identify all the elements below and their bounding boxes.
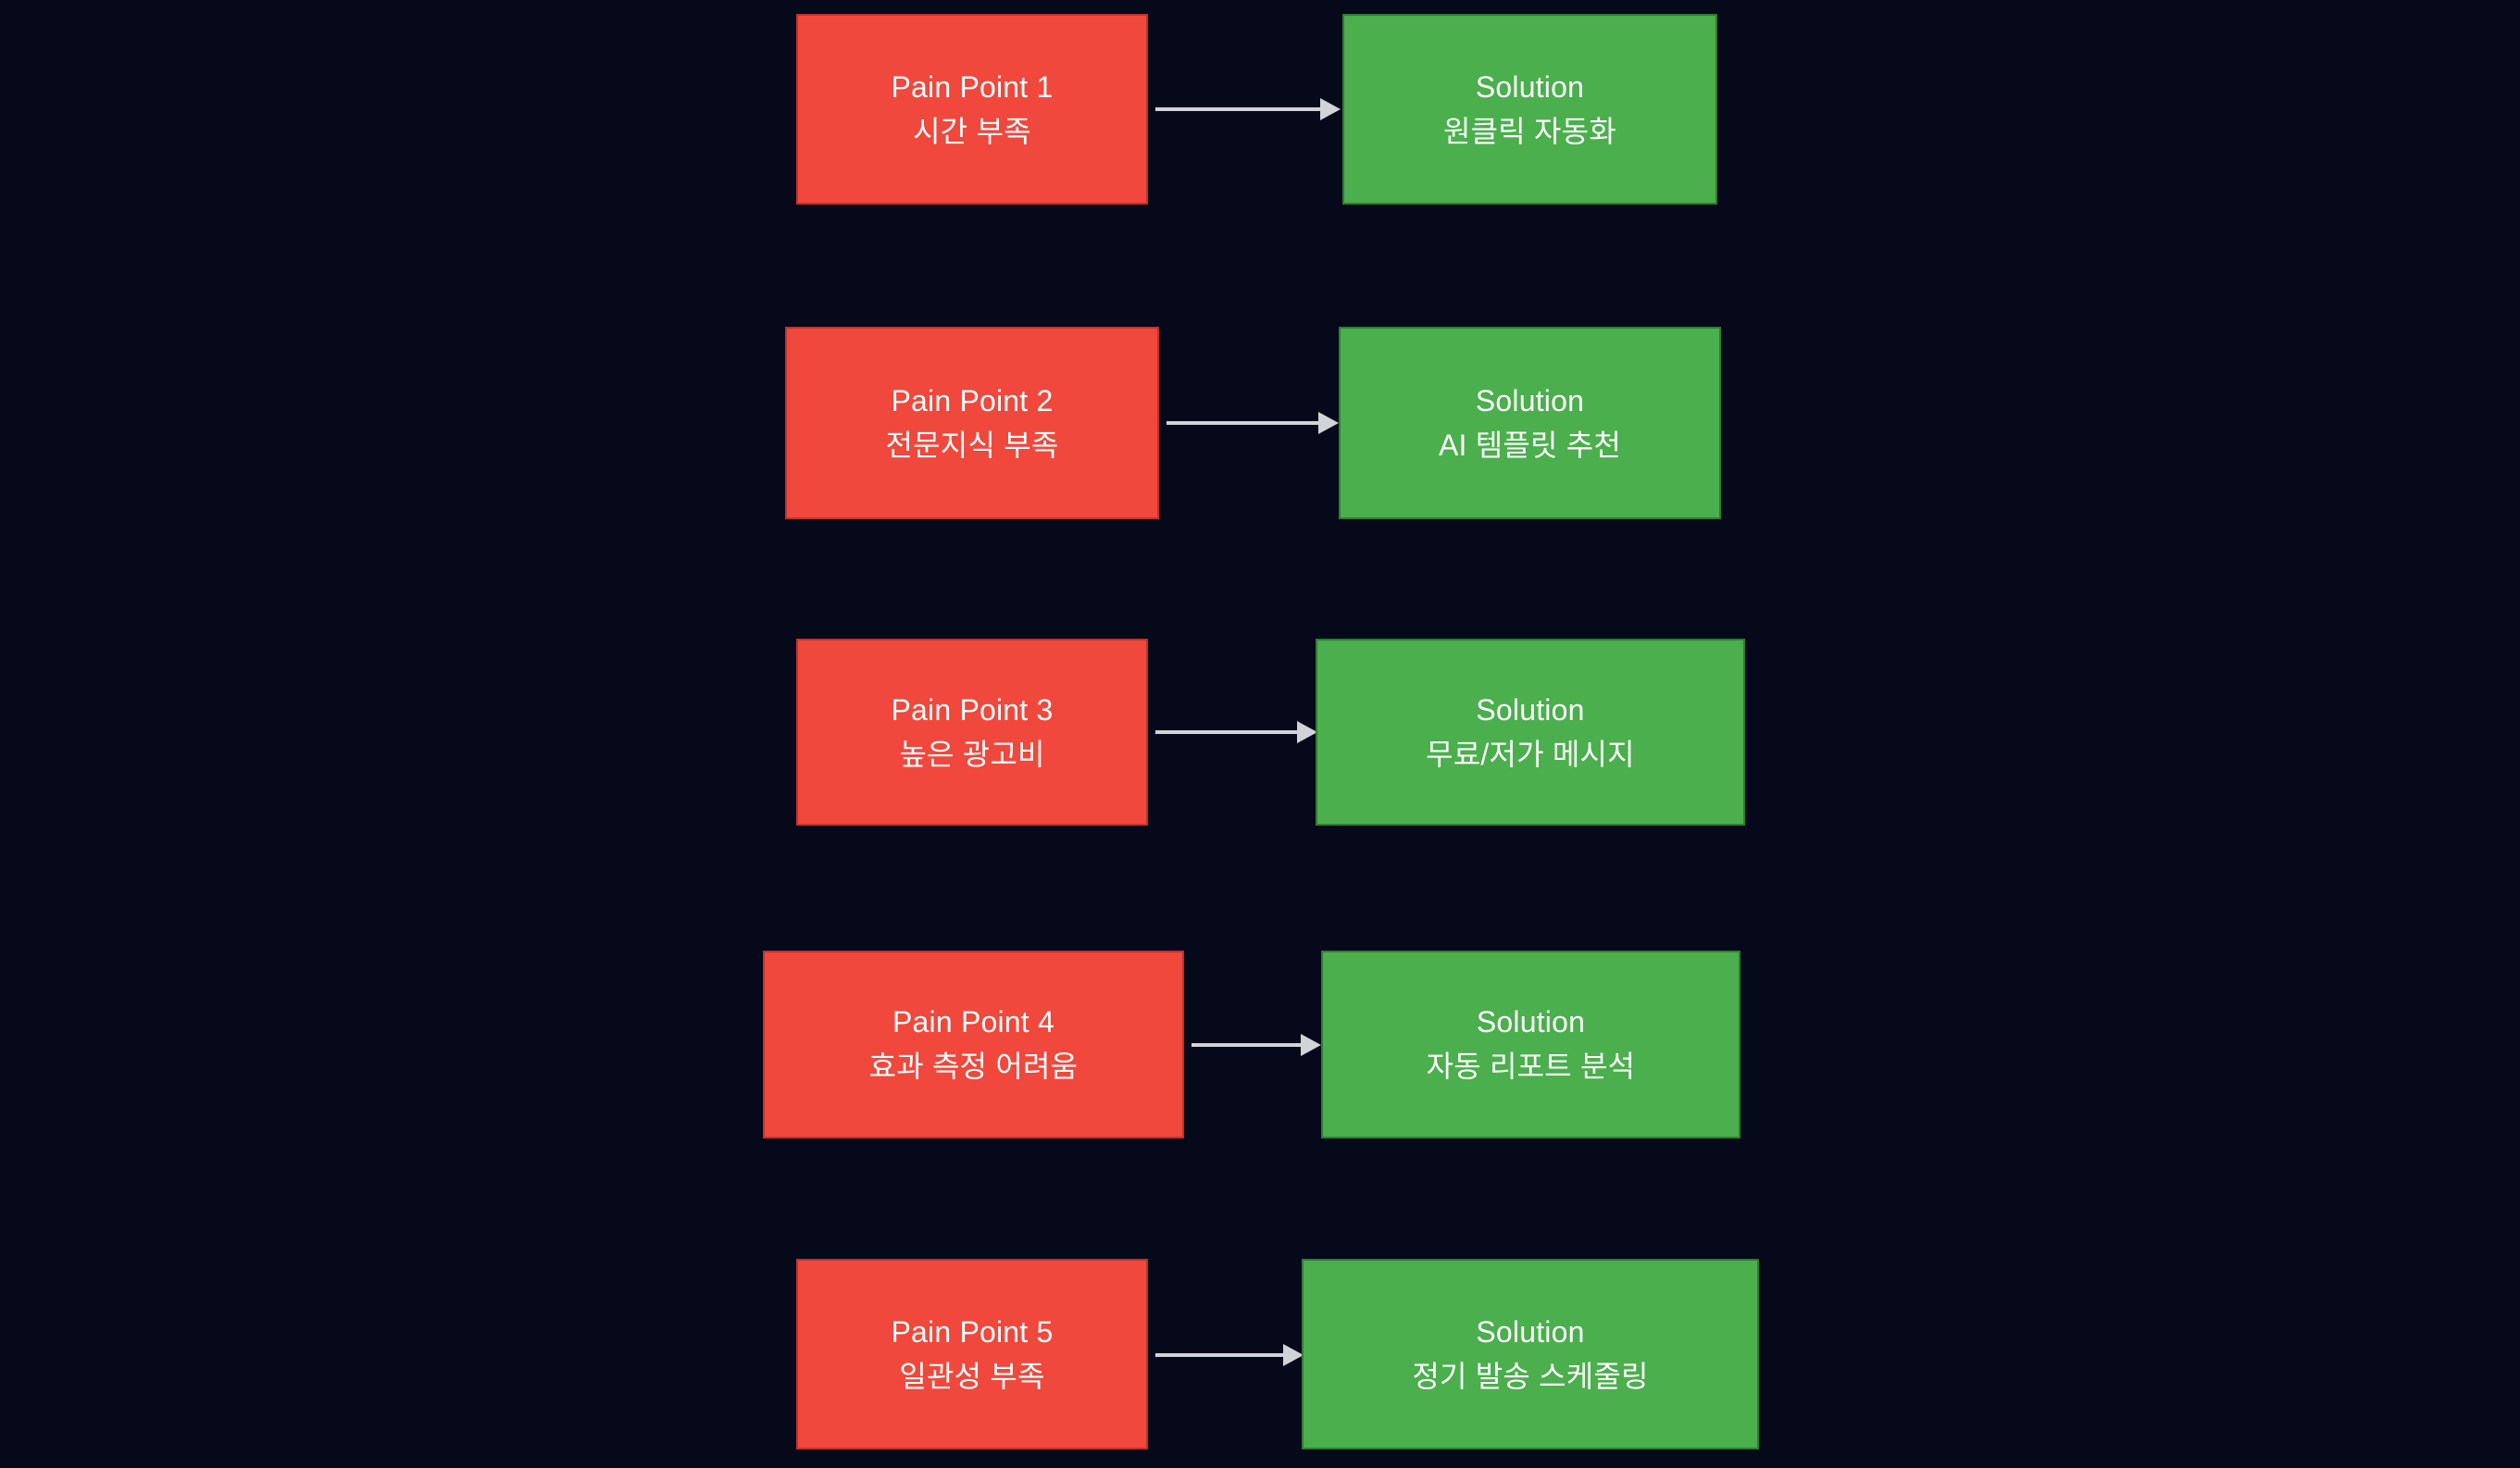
flow-arrow [1166,412,1339,434]
pain-point-node[interactable]: Pain Point 3 높은 광고비 [796,639,1148,826]
solution-node[interactable]: Solution 원클릭 자동화 [1342,14,1717,205]
solution-node[interactable]: Solution 정기 발송 스케줄링 [1302,1259,1759,1449]
solution-node[interactable]: Solution 무료/저가 메시지 [1316,639,1745,826]
arrow-shaft [1166,421,1318,425]
arrow-head-icon [1318,412,1339,434]
pain-point-heading: Pain Point 1 [891,69,1054,104]
pain-point-heading: Pain Point 4 [892,1005,1054,1039]
arrow-shaft [1155,107,1320,111]
arrow-shaft [1155,1353,1283,1357]
pain-point-detail: 시간 부족 [913,114,1031,148]
flow-arrow [1155,721,1317,743]
arrow-shaft [1155,730,1297,734]
pain-point-node[interactable]: Pain Point 2 전문지식 부족 [785,327,1159,519]
solution-heading: Solution [1476,692,1585,727]
solution-heading: Solution [1475,383,1585,417]
pain-point-detail: 일관성 부족 [899,1359,1045,1393]
pain-point-heading: Pain Point 3 [891,692,1054,727]
arrow-head-icon [1283,1344,1304,1366]
arrow-shaft [1191,1043,1301,1047]
solution-heading: Solution [1476,1314,1585,1349]
pain-point-detail: 전문지식 부족 [885,428,1059,462]
pain-point-node[interactable]: Pain Point 5 일관성 부족 [796,1259,1148,1449]
pain-point-detail: 효과 측정 어려움 [868,1050,1079,1083]
solution-detail: 무료/저가 메시지 [1426,737,1635,771]
solution-detail: 자동 리포트 분석 [1426,1050,1636,1083]
solution-node[interactable]: Solution AI 템플릿 추천 [1339,327,1721,519]
flow-arrow [1155,1344,1304,1366]
pain-point-node[interactable]: Pain Point 1 시간 부족 [796,14,1148,205]
arrow-head-icon [1301,1034,1321,1056]
solution-detail: AI 템플릿 추천 [1438,428,1622,462]
solution-detail: 원클릭 자동화 [1443,114,1616,148]
solution-heading: Solution [1476,1005,1586,1039]
solution-node[interactable]: Solution 자동 리포트 분석 [1321,951,1740,1138]
solution-heading: Solution [1475,69,1585,104]
flow-arrow [1155,98,1341,120]
pain-point-heading: Pain Point 5 [891,1314,1054,1349]
pain-point-node[interactable]: Pain Point 4 효과 측정 어려움 [763,951,1184,1138]
solution-detail: 정기 발송 스케줄링 [1412,1359,1649,1393]
arrow-head-icon [1297,721,1317,743]
arrow-head-icon [1320,98,1341,120]
pain-point-heading: Pain Point 2 [891,383,1054,417]
pain-point-detail: 높은 광고비 [899,737,1045,771]
flow-arrow [1191,1034,1321,1056]
